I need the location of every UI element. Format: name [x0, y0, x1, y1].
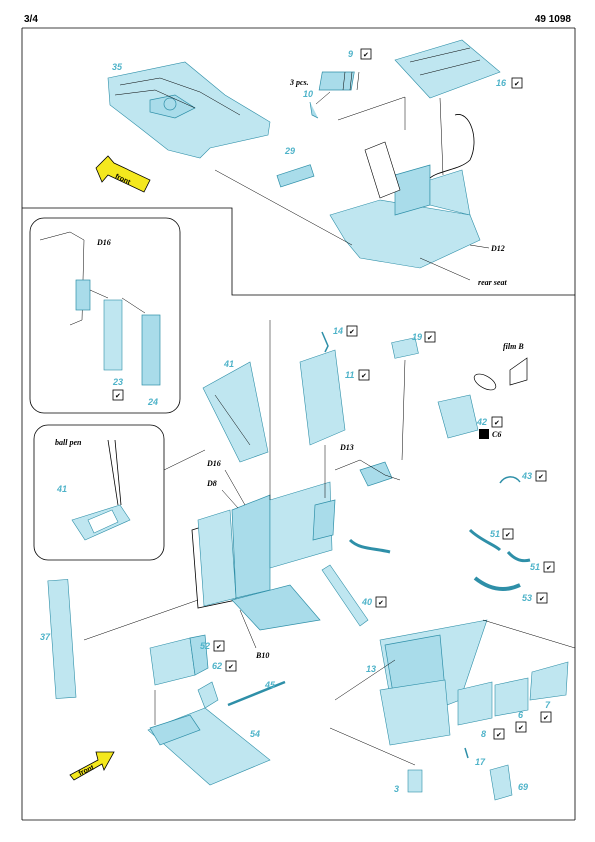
check-19: ✔ — [427, 334, 433, 342]
page-number: 3/4 — [24, 14, 38, 25]
check-6: ✔ — [518, 724, 524, 732]
label-ball-pen: ball pen — [55, 438, 82, 447]
label-54: 54 — [250, 729, 260, 739]
label-16: 16 — [496, 78, 507, 88]
part-13-instrument-panel: 13 7 ✔ 6 ✔ 8 ✔ 17 3 69 — [329, 619, 576, 801]
check-7: ✔ — [543, 714, 549, 722]
check-9: ✔ — [363, 51, 369, 59]
label-40: 40 — [361, 597, 372, 607]
label-42: 42 — [476, 417, 487, 427]
label-D16: D16 — [206, 459, 221, 468]
label-52: 52 — [200, 641, 210, 651]
front-arrow-bottom: front — [69, 751, 115, 781]
check-23: ✔ — [115, 392, 121, 400]
part-35-floor-plate: 35 — [107, 61, 271, 159]
check-8: ✔ — [496, 731, 502, 739]
part-16: 16 ✔ — [394, 39, 523, 176]
label-62: 62 — [212, 661, 222, 671]
label-17: 17 — [475, 757, 486, 767]
check-62: ✔ — [228, 663, 234, 671]
part-52-62: 52 ✔ 62 ✔ — [149, 634, 237, 709]
part-40: 40 ✔ — [321, 538, 391, 627]
label-8: 8 — [481, 729, 486, 739]
label-69: 69 — [518, 782, 528, 792]
part-45-54: 45 54 — [147, 680, 286, 786]
part-42-film: film B 42 ✔ C6 — [437, 342, 528, 439]
label-24: 24 — [147, 397, 158, 407]
inset-ball-pen: ball pen 41 — [33, 424, 206, 561]
label-43: 43 — [521, 471, 532, 481]
label-D8: D8 — [206, 479, 217, 488]
check-51-b: ✔ — [546, 564, 552, 572]
label-45: 45 — [264, 680, 276, 690]
frame — [21, 27, 576, 821]
part-9: 9 ✔ — [318, 48, 372, 91]
part-41: 41 — [202, 359, 269, 463]
label-29: 29 — [284, 146, 295, 156]
check-16: ✔ — [514, 80, 520, 88]
label-3: 3 — [394, 784, 399, 794]
label-11: 11 — [345, 370, 354, 380]
label-9: 9 — [348, 49, 353, 59]
check-43: ✔ — [538, 473, 544, 481]
label-41-inset: 41 — [56, 484, 67, 494]
check-53: ✔ — [539, 595, 545, 603]
label-51-a: 51 — [490, 529, 500, 539]
label-D13: D13 — [339, 443, 354, 452]
label-D12: D12 — [490, 244, 505, 253]
check-14: ✔ — [349, 328, 355, 336]
part-14-11: 14 ✔ 11 ✔ — [299, 325, 370, 541]
label-3pcs: 3 pcs. — [289, 78, 309, 87]
check-40: ✔ — [378, 599, 384, 607]
label-23: 23 — [112, 377, 123, 387]
check-52: ✔ — [216, 643, 222, 651]
label-10: 10 — [303, 89, 313, 99]
part-29: 29 — [276, 146, 315, 188]
check-51-a: ✔ — [505, 531, 511, 539]
label-19: 19 — [412, 332, 422, 342]
label-14: 14 — [333, 326, 343, 336]
front-arrow-top: front — [95, 155, 151, 193]
label-41: 41 — [223, 359, 234, 369]
label-rear-seat: rear seat — [478, 278, 507, 287]
parts-43-51-53: 43 ✔ 51 ✔ 51 ✔ 53 ✔ — [468, 470, 555, 604]
label-35: 35 — [112, 62, 123, 72]
panel-d16-d8: D16 D8 B10 — [83, 320, 333, 660]
label-13: 13 — [366, 664, 376, 674]
rear-seat-assembly: D12 rear seat — [214, 96, 507, 287]
part-19: 19 ✔ — [391, 331, 436, 461]
inset-d16: D16 23 ✔ 24 — [29, 217, 181, 414]
label-53: 53 — [522, 593, 532, 603]
check-11: ✔ — [361, 372, 367, 380]
catalog-number: 49 1098 — [534, 14, 571, 25]
label-B10: B10 — [255, 651, 269, 660]
part-37: 37 — [40, 579, 77, 699]
label-D16-inset: D16 — [96, 238, 111, 247]
part-10: 3 pcs. 10 — [289, 78, 331, 119]
check-42: ✔ — [494, 419, 500, 427]
part-D13: D13 — [334, 443, 401, 487]
label-film-B: film B — [503, 342, 524, 351]
label-37: 37 — [40, 632, 51, 642]
label-51-b: 51 — [530, 562, 540, 572]
label-6: 6 — [518, 710, 524, 720]
label-7: 7 — [545, 700, 551, 710]
label-C6: C6 — [492, 430, 501, 439]
